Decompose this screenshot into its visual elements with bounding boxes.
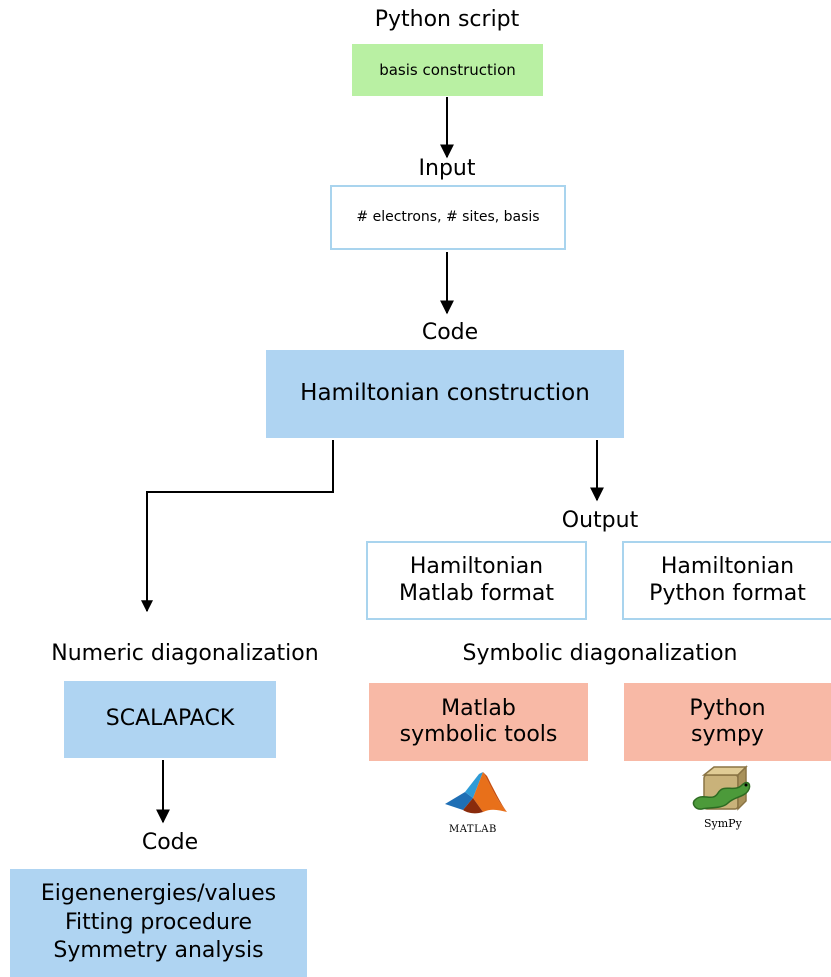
arrow-code-to-numeric [141, 440, 334, 613]
hamiltonian-python-box: Hamiltonian Python format [622, 541, 831, 620]
analysis-line1: Eigenenergies/values [40, 881, 277, 907]
analysis-line3: Symmetry analysis [53, 938, 264, 964]
symbolic-diagonalization-heading: Symbolic diagonalization [462, 641, 738, 666]
input-heading: Input [418, 156, 476, 181]
matlab-symbolic-box: Matlab symbolic tools [369, 683, 588, 761]
basis-construction-label: basis construction [379, 61, 516, 79]
sympy-logo-icon [692, 765, 751, 811]
matlab-symbolic-line2: symbolic tools [399, 722, 558, 747]
hamiltonian-matlab-line1: Hamiltonian [409, 554, 544, 580]
matlab-logo-text: MATLAB [449, 824, 497, 835]
python-sympy-box: Python sympy [624, 683, 831, 761]
hamiltonian-python-line1: Hamiltonian [660, 554, 795, 580]
python-sympy-line1: Python [689, 695, 766, 721]
python-script-heading: Python script [374, 7, 520, 32]
input-parameters-label: # electrons, # sites, basis [356, 209, 540, 226]
input-parameters-box: # electrons, # sites, basis [330, 185, 566, 250]
scalapack-label: SCALAPACK [105, 706, 235, 732]
output-heading: Output [561, 508, 639, 533]
matlab-logo-icon [445, 772, 507, 814]
hamiltonian-construction-label: Hamiltonian construction [300, 380, 590, 407]
analysis-box: Eigenenergies/values Fitting procedure S… [10, 869, 307, 977]
hamiltonian-matlab-line2: Matlab format [398, 580, 555, 606]
hamiltonian-matlab-box: Hamiltonian Matlab format [366, 541, 587, 620]
hamiltonian-python-line2: Python format [649, 580, 806, 606]
analysis-line2: Fitting procedure [64, 909, 253, 935]
scalapack-box: SCALAPACK [64, 681, 276, 758]
sympy-logo-text: SymPy [704, 817, 742, 830]
basis-construction-box: basis construction [352, 44, 543, 96]
matlab-symbolic-line1: Matlab [441, 695, 516, 721]
python-sympy-line2: sympy [691, 722, 764, 747]
code-top-heading: Code [421, 320, 479, 345]
hamiltonian-construction-box: Hamiltonian construction [266, 350, 624, 438]
numeric-diagonalization-heading: Numeric diagonalization [51, 641, 319, 666]
code-bottom-heading: Code [141, 830, 199, 855]
